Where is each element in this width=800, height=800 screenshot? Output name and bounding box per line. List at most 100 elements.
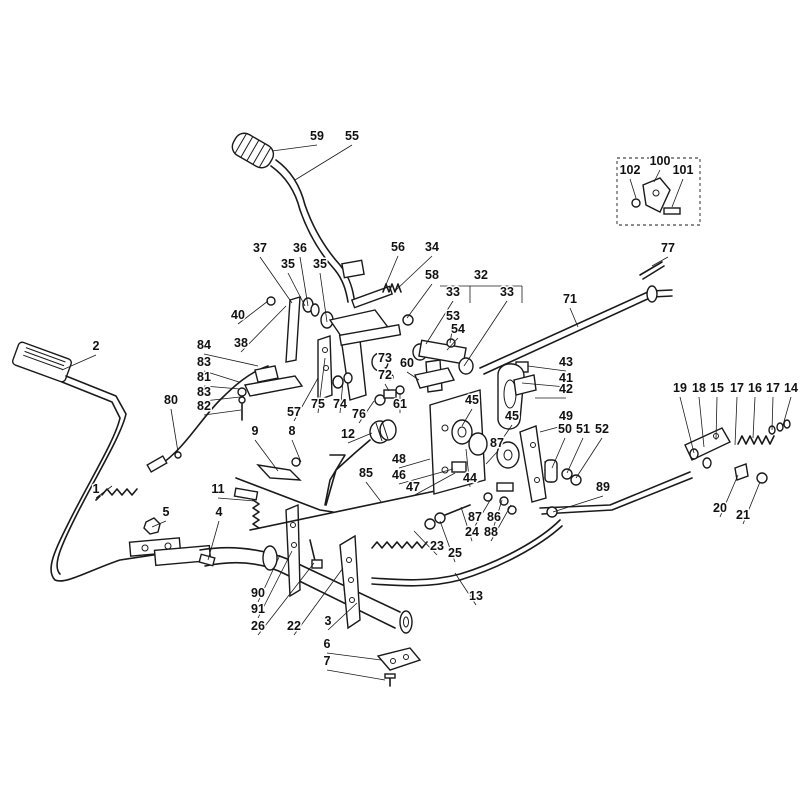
callout-halo-c35b: 35 (313, 257, 327, 271)
callout-c55: 55 (345, 129, 359, 143)
leader-c49 (539, 424, 567, 433)
callout-halo-c54: 54 (451, 322, 465, 336)
leader-c57 (293, 377, 319, 422)
callout-halo-c4: 4 (216, 505, 223, 519)
callout-halo-c52: 52 (595, 422, 609, 436)
callout-c2: 2 (93, 339, 100, 353)
callout-c77: 77 (661, 241, 675, 255)
leader-c2 (61, 354, 97, 371)
callout-c26: 26 (251, 619, 265, 633)
leader-c19 (679, 396, 695, 454)
right-assembly (684, 419, 791, 484)
leader-c8 (291, 439, 302, 463)
main-shaft (198, 545, 413, 634)
leader-c41 (521, 382, 567, 388)
callout-c53: 53 (446, 309, 460, 323)
callout-c60: 60 (400, 356, 414, 370)
callout-c5: 5 (163, 505, 170, 519)
leader-c89 (552, 495, 604, 513)
callout-halo-c1: 1 (93, 482, 100, 496)
leader-c6 (326, 652, 382, 661)
callout-c14: 14 (784, 381, 798, 395)
callout-c50: 50 (558, 422, 572, 436)
leader-c102 (629, 178, 637, 199)
callout-halo-c42: 42 (559, 382, 573, 396)
callout-c74: 74 (333, 397, 347, 411)
callout-c48: 48 (392, 452, 406, 466)
callout-halo-c90: 90 (251, 586, 265, 600)
callout-c43: 43 (559, 355, 573, 369)
leader-c43 (527, 365, 567, 372)
callout-c81: 81 (197, 370, 211, 384)
leader-c15 (715, 396, 718, 441)
leader-c24 (460, 506, 473, 542)
callout-c102: 102 (620, 163, 641, 177)
pedal-pad-2 (12, 341, 72, 383)
callout-halo-c41: 41 (559, 371, 573, 385)
callout-halo-c13: 13 (469, 589, 483, 603)
callout-halo-c35a: 35 (281, 257, 295, 271)
callout-halo-c16: 16 (748, 381, 762, 395)
callout-c54: 54 (451, 322, 465, 336)
leader-c21 (742, 481, 761, 525)
callout-c86: 86 (487, 510, 501, 524)
callout-c88: 88 (484, 525, 498, 539)
callout-c18: 18 (692, 381, 706, 395)
cable-80 (146, 365, 269, 473)
callout-c13: 13 (469, 589, 483, 603)
callout-c4: 4 (216, 505, 223, 519)
leader-c13 (454, 572, 477, 606)
leader-c53 (449, 324, 454, 344)
leader-c84 (203, 353, 259, 367)
callout-c52: 52 (595, 422, 609, 436)
callout-halo-c89: 89 (596, 480, 610, 494)
callout-c37: 37 (253, 241, 267, 255)
callout-halo-c47: 47 (406, 480, 420, 494)
callout-halo-c6: 6 (324, 637, 331, 651)
callout-halo-c77: 77 (661, 241, 675, 255)
callout-c101: 101 (673, 163, 694, 177)
callout-halo-c25: 25 (448, 546, 462, 560)
callout-halo-c33a: 33 (446, 285, 460, 299)
leader-c56 (384, 255, 399, 288)
leader-c44 (465, 448, 471, 488)
callout-c47: 47 (406, 480, 420, 494)
leader-c50 (551, 437, 566, 469)
callout-c35b: 35 (313, 257, 327, 271)
callout-c6: 6 (324, 637, 331, 651)
leader-c91 (257, 550, 293, 619)
callout-halo-c74: 74 (333, 397, 347, 411)
leader-c85 (365, 481, 383, 504)
callout-halo-c45b: 45 (505, 409, 519, 423)
callout-halo-c45a: 45 (465, 393, 479, 407)
leader-c71 (569, 307, 579, 328)
callout-halo-c46: 46 (392, 468, 406, 482)
callout-halo-c17a: 17 (730, 381, 744, 395)
leader-c54 (446, 337, 459, 351)
leader-c20 (719, 474, 739, 518)
rod-85 (249, 489, 441, 531)
callout-c22: 22 (287, 619, 301, 633)
leader-c33a (425, 300, 454, 345)
callout-halo-c2: 2 (93, 339, 100, 353)
callout-c21: 21 (736, 508, 750, 522)
leader-c82 (203, 409, 242, 416)
callout-c46: 46 (392, 468, 406, 482)
rod-89 (539, 471, 693, 518)
leader-c86 (493, 499, 503, 527)
bracket-6 (376, 647, 422, 687)
leader-c83b (203, 396, 241, 402)
leader-c55 (294, 144, 353, 181)
callout-c9: 9 (252, 424, 259, 438)
leader-c83a (203, 370, 240, 383)
callout-halo-c34: 34 (425, 240, 439, 254)
pedal-pad (231, 132, 275, 169)
bracket-84-group (237, 365, 304, 421)
callout-c12: 12 (341, 427, 355, 441)
callout-halo-c80: 80 (164, 393, 178, 407)
rod-12 (325, 419, 397, 506)
callout-c17a: 17 (730, 381, 744, 395)
callout-halo-c51: 51 (576, 422, 590, 436)
